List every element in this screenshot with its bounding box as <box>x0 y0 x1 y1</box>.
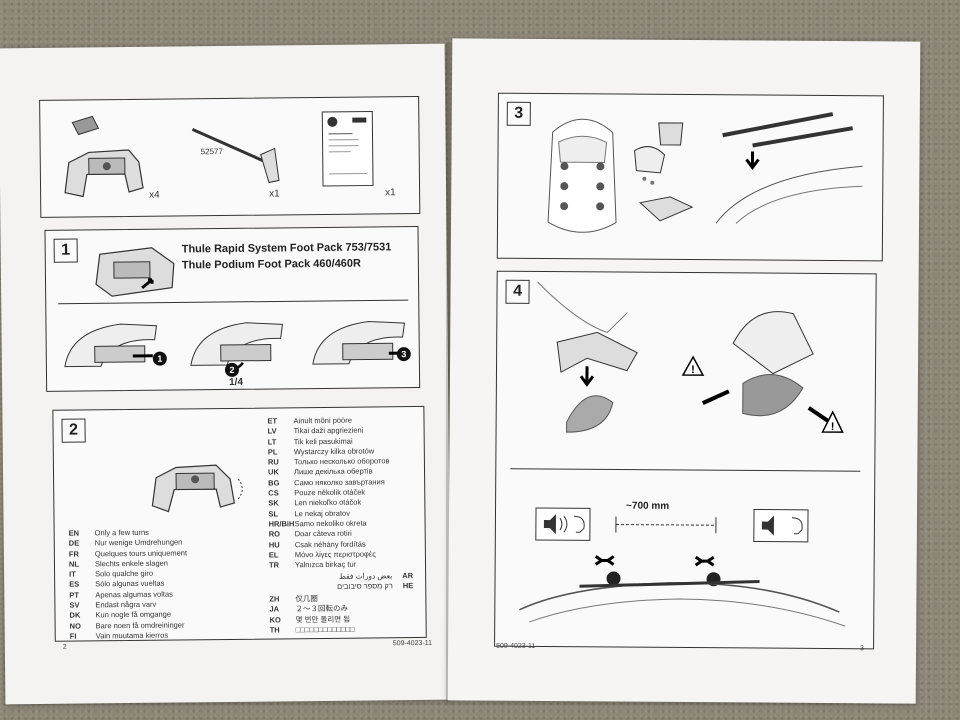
tool-number: 52577 <box>200 147 223 157</box>
right-page: 3 4 <box>447 38 921 704</box>
step-3-panel: 3 <box>496 92 884 262</box>
foot-tighten-illustration <box>151 464 243 513</box>
right-page-number: 3 <box>860 645 864 653</box>
divider-line <box>58 299 409 305</box>
foot-quantity: x4 <box>149 189 160 201</box>
step-number: 4 <box>505 279 530 304</box>
fitting-illustration-3 <box>312 320 406 365</box>
car-side-roof-bars-illustration <box>519 555 846 627</box>
kit-contents-panel: x4 52577 x1 x1 <box>39 95 421 218</box>
left-page-number: 2 <box>62 643 67 651</box>
callout-3-badge: 3 <box>396 347 411 362</box>
sound-off-icon <box>753 508 809 543</box>
bar-spacing-label: ~700 mm <box>626 500 670 512</box>
step-1-title-line1: Thule Rapid System Foot Pack 753/7531 <box>181 241 392 256</box>
foot-placement-illustration-right: ! ! <box>681 311 844 433</box>
left-page: x4 52577 x1 x1 1 Thule Rapid System Foot… <box>0 43 452 705</box>
foot-placement-illustration-left <box>537 281 638 433</box>
divider-line <box>510 468 861 472</box>
roof-bars-illustration <box>715 112 863 224</box>
tool-quantity: x1 <box>269 188 280 200</box>
step-1-title-line2: Thule Podium Foot Pack 460/460R <box>181 257 362 272</box>
bar-spacing-dimension <box>615 516 717 534</box>
svg-text:!: ! <box>691 364 695 376</box>
callout-2-badge: 2 <box>224 362 240 377</box>
step-number: 3 <box>506 101 531 126</box>
step-number: 2 <box>61 418 86 443</box>
quarter-turn-label: 1/4 <box>229 376 244 388</box>
card-quantity: x1 <box>385 187 396 199</box>
foot-pack-illustration <box>64 115 144 198</box>
svg-text:!: ! <box>831 421 835 433</box>
fitting-illustration-2 <box>190 322 284 370</box>
instruction-card-illustration <box>321 110 374 187</box>
left-doc-code: 509-4023-11 <box>392 639 433 648</box>
language-row: TH□□□□□□□□□□□□□ <box>269 624 355 635</box>
cleaning-illustration <box>634 122 694 222</box>
sound-on-icon <box>535 507 591 541</box>
right-doc-code: 509-4023-11 <box>496 642 536 650</box>
step-number: 1 <box>53 238 78 263</box>
step-4-panel: 4 ! ! ~700 mm <box>494 270 877 650</box>
step-1-panel: 1 Thule Rapid System Foot Pack 753/7531 … <box>44 225 421 392</box>
foot-pack-detail-illustration <box>95 247 175 297</box>
callout-1-badge: 1 <box>152 351 167 366</box>
car-top-view-illustration <box>547 118 617 233</box>
fitting-illustration-1 <box>64 323 158 368</box>
tool-illustration <box>191 127 280 184</box>
